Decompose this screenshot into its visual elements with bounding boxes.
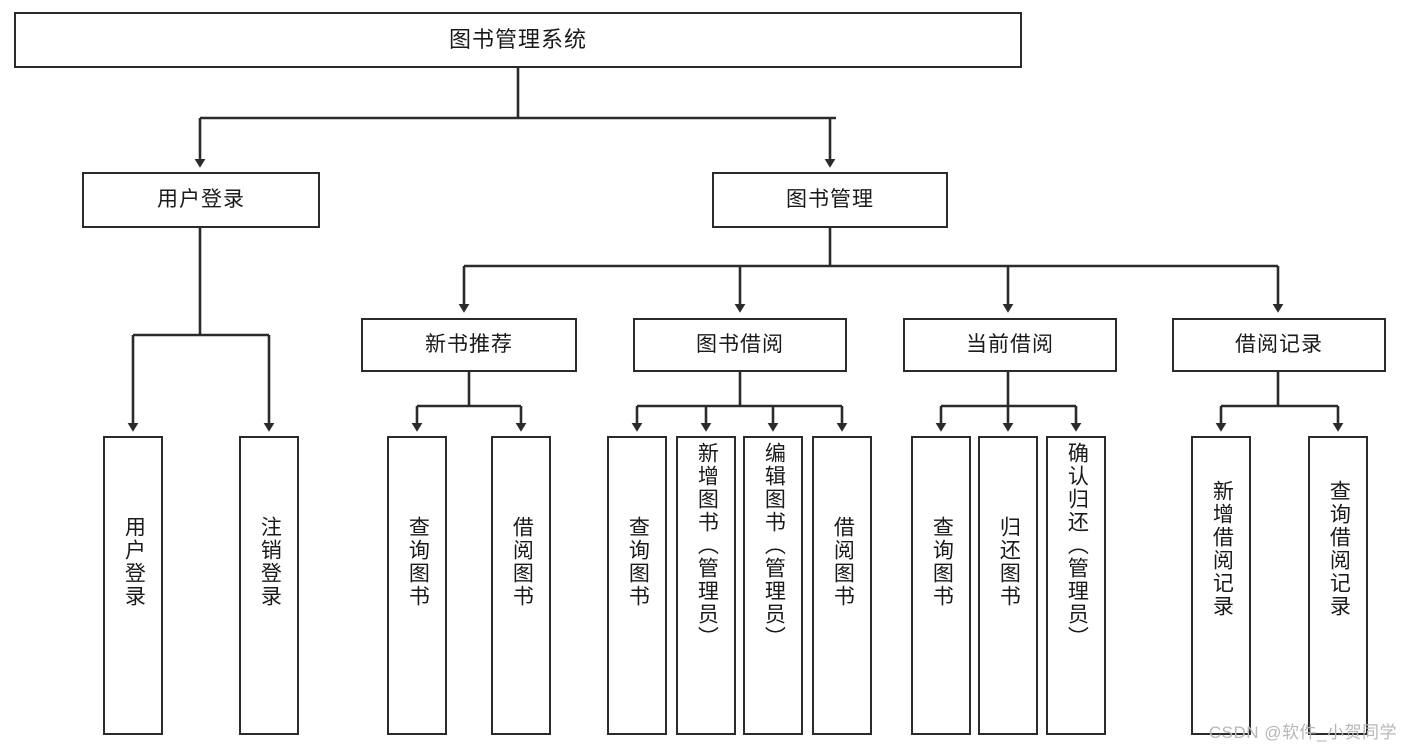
node-label: 用户登录 xyxy=(157,187,245,211)
node-root-book-management-system[interactable]: 图书管理系统 xyxy=(14,12,1022,68)
node-leaf-query-book-borrow[interactable]: 查询图书 xyxy=(607,436,667,735)
node-label: 新增借阅记录 xyxy=(1210,480,1234,618)
node-label: 图书借阅 xyxy=(696,332,784,356)
node-leaf-confirm-return[interactable]: 确认归还（管理员） xyxy=(1046,436,1106,735)
node-label: 借阅记录 xyxy=(1235,332,1323,356)
node-label: 编辑图书（管理员） xyxy=(762,442,786,649)
node-leaf-borrow-book-recommend[interactable]: 借阅图书 xyxy=(491,436,551,735)
node-leaf-user-login[interactable]: 用户登录 xyxy=(103,436,163,735)
node-borrow-record[interactable]: 借阅记录 xyxy=(1172,318,1386,372)
node-book-management[interactable]: 图书管理 xyxy=(712,172,948,228)
node-label: 图书管理 xyxy=(786,187,874,211)
node-label: 新书推荐 xyxy=(425,332,513,356)
node-label: 当前借阅 xyxy=(966,332,1054,356)
node-label: 归还图书 xyxy=(997,516,1021,608)
node-leaf-query-borrow-record[interactable]: 查询借阅记录 xyxy=(1308,436,1368,735)
node-user-login[interactable]: 用户登录 xyxy=(82,172,320,228)
node-label: 查询借阅记录 xyxy=(1327,480,1351,618)
node-label: 用户登录 xyxy=(122,516,146,608)
node-leaf-query-book-current[interactable]: 查询图书 xyxy=(911,436,971,735)
node-label: 确认归还（管理员） xyxy=(1065,442,1089,649)
node-book-borrow[interactable]: 图书借阅 xyxy=(633,318,847,372)
node-leaf-add-borrow-record[interactable]: 新增借阅记录 xyxy=(1191,436,1251,735)
node-leaf-edit-book[interactable]: 编辑图书（管理员） xyxy=(743,436,803,735)
node-label: 查询图书 xyxy=(406,516,430,608)
node-new-book-recommend[interactable]: 新书推荐 xyxy=(361,318,577,372)
node-current-borrow[interactable]: 当前借阅 xyxy=(903,318,1117,372)
node-leaf-add-book[interactable]: 新增图书（管理员） xyxy=(676,436,736,735)
node-label: 借阅图书 xyxy=(831,516,855,608)
watermark-credit: CSDN @软件_小贺同学 xyxy=(1208,723,1397,742)
node-label: 新增图书（管理员） xyxy=(695,442,719,649)
node-label: 借阅图书 xyxy=(510,516,534,608)
node-label: 注销登录 xyxy=(258,516,282,608)
node-leaf-borrow-book[interactable]: 借阅图书 xyxy=(812,436,872,735)
node-label: 查询图书 xyxy=(930,516,954,608)
node-leaf-query-book-recommend[interactable]: 查询图书 xyxy=(387,436,447,735)
node-leaf-return-book[interactable]: 归还图书 xyxy=(978,436,1038,735)
node-leaf-logout-login[interactable]: 注销登录 xyxy=(239,436,299,735)
node-label: 查询图书 xyxy=(626,516,650,608)
node-label: 图书管理系统 xyxy=(448,27,587,53)
